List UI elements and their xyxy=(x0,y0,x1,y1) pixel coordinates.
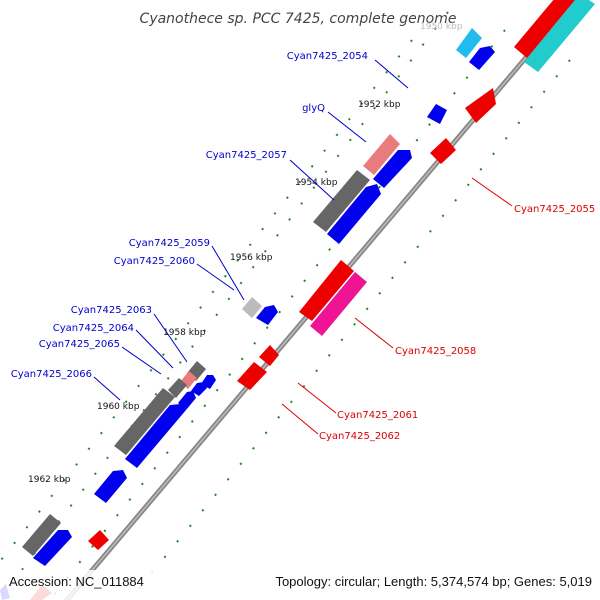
gene-block xyxy=(22,514,61,556)
gene-block xyxy=(114,388,175,455)
kbp-scale: 1950 kbp 1952 kbp 1954 kbp 1956 kbp 1958… xyxy=(28,22,463,485)
topology-label: Topology: circular; Length: 5,374,574 bp… xyxy=(275,574,592,589)
gene-label: Cyan7425_2062 xyxy=(319,431,400,442)
gene-label: glyQ xyxy=(302,103,325,114)
gene-arrow xyxy=(256,305,278,325)
gene-arrow xyxy=(299,260,354,321)
gene-arrow xyxy=(327,184,381,244)
leader-lines xyxy=(93,59,513,435)
gene-arrow xyxy=(178,391,196,410)
minus-gene-labels: Cyan7425_2055 Cyan7425_2058 Cyan7425_206… xyxy=(319,204,595,442)
gene-label: Cyan7425_2066 xyxy=(11,369,92,380)
gene-arrow xyxy=(237,362,267,390)
kbp-label: 1952 kbp xyxy=(358,100,401,110)
gene-block xyxy=(514,0,575,58)
gene-block xyxy=(524,0,595,72)
gene-label: Cyan7425_2061 xyxy=(337,410,418,421)
gene-label: Cyan7425_2063 xyxy=(71,305,152,316)
plus-strand-genes xyxy=(0,28,495,600)
gene-arrow xyxy=(469,46,495,70)
gene-arrow xyxy=(373,150,412,188)
gene-label: Cyan7425_2065 xyxy=(39,339,120,350)
gene-block xyxy=(363,134,400,175)
kbp-label: 1960 kbp xyxy=(97,402,140,412)
gene-label: Cyan7425_2064 xyxy=(53,323,134,334)
gene-block xyxy=(456,28,482,58)
kbp-label: 1958 kbp xyxy=(163,328,206,338)
kbp-label: 1956 kbp xyxy=(230,253,273,263)
gene-arrow xyxy=(427,104,447,124)
gene-arrow xyxy=(125,404,186,468)
kbp-label: 1962 kbp xyxy=(28,475,71,485)
plus-gene-labels: Cyan7425_2054 glyQ Cyan7425_2057 Cyan742… xyxy=(11,51,368,380)
minus-strand-genes xyxy=(30,0,595,600)
accession-label: Accession: NC_011884 xyxy=(9,574,144,589)
kbp-label: 1954 kbp xyxy=(295,178,338,188)
map-title: Cyanothece sp. PCC 7425, complete genome xyxy=(140,11,457,27)
gene-arrow xyxy=(259,345,279,366)
track-guides xyxy=(0,11,571,600)
gene-block xyxy=(313,170,370,232)
gene-label: Cyan7425_2057 xyxy=(206,150,287,161)
gene-arrow xyxy=(465,88,496,123)
gene-arrow xyxy=(33,530,72,566)
gene-label: Cyan7425_2055 xyxy=(514,204,595,215)
gene-label: Cyan7425_2060 xyxy=(114,256,195,267)
gene-block xyxy=(242,297,262,318)
gene-arrow xyxy=(430,138,456,164)
gene-label: Cyan7425_2054 xyxy=(287,51,368,62)
kbp-label: 1950 kbp xyxy=(420,22,463,32)
gene-block xyxy=(310,272,367,336)
gene-arrow xyxy=(88,530,109,550)
gene-arrow xyxy=(94,470,127,503)
gene-block xyxy=(168,378,187,398)
gene-label: Cyan7425_2059 xyxy=(129,238,210,249)
gene-label: Cyan7425_2058 xyxy=(395,346,476,357)
gene-arrow xyxy=(191,382,207,396)
